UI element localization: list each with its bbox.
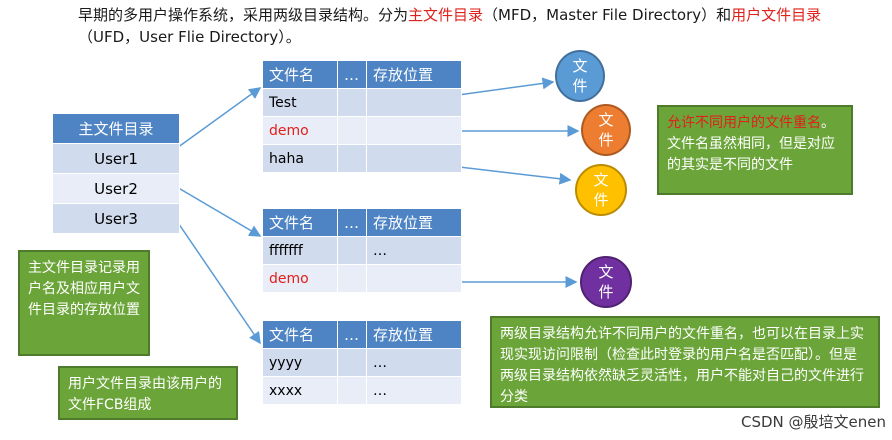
arrow-user1-to-ufd1	[169, 87, 262, 154]
ufd2-row1-location: …	[366, 236, 462, 265]
ufd3-header-dots: …	[337, 320, 367, 349]
ufd-table-2: 文件名 … 存放位置 fffffff … demo	[262, 208, 462, 293]
ufd2-row2-name: demo	[262, 264, 338, 293]
ufd2-row1-dots	[337, 236, 367, 265]
ufd1-row3-dots	[337, 144, 367, 173]
ufd1-row3-location	[366, 144, 462, 173]
ufd1-row1-location	[366, 88, 462, 117]
intro-text-3: （UFD，User Flie Directory）。	[78, 28, 301, 46]
ufd1-row2-location	[366, 116, 462, 145]
ufd3-row1-location: …	[366, 348, 462, 377]
ufd1-header-name: 文件名	[262, 60, 338, 89]
intro-text-2: （MFD，Master File Directory）和	[483, 6, 732, 24]
ufd2-row2-dots	[337, 264, 367, 293]
callout-rename-text: 。文件名虽然相同，但是对应的其实是不同的文件	[667, 115, 835, 173]
file-circle-yellow: 文件	[575, 164, 627, 216]
ufd2-row1-name: fffffff	[262, 236, 338, 265]
ufd1-header-dots: …	[337, 60, 367, 89]
ufd1-header-location: 存放位置	[366, 60, 462, 89]
ufd3-row1-dots	[337, 348, 367, 377]
file-circle-blue: 文件	[555, 50, 605, 102]
arrow-user3-to-ufd3	[169, 210, 261, 345]
intro-text-1: 早期的多用户操作系统，采用两级目录结构。分为	[78, 6, 409, 24]
watermark: CSDN @殷培文enen	[740, 413, 886, 431]
callout-rename: 允许不同用户的文件重名。文件名虽然相同，但是对应的其实是不同的文件	[657, 105, 853, 195]
callout-ufd-note: 用户文件目录由该用户的文件FCB组成	[58, 366, 238, 420]
ufd1-row1-name: Test	[262, 88, 338, 117]
ufd2-header-location: 存放位置	[366, 208, 462, 237]
arrow-user2-to-ufd2	[169, 182, 262, 237]
ufd1-row3-name: haha	[262, 144, 338, 173]
file-circle-orange: 文件	[581, 104, 631, 156]
callout-ufd-text: 用户文件目录由该用户的文件FCB组成	[68, 376, 222, 413]
ufd1-row2-dots	[337, 116, 367, 145]
callout-mfd-text: 主文件目录记录用户名及相应用户文件目录的存放位置	[28, 260, 140, 318]
callout-twolevel-note: 两级目录结构允许不同用户的文件重名，也可以在目录上实现实现访问限制（检查此时登录…	[490, 316, 880, 408]
mfd-user3: User3	[52, 203, 180, 234]
ufd3-row1-name: yyyy	[262, 348, 338, 377]
ufd3-row2-dots	[337, 376, 367, 405]
callout-mfd-note: 主文件目录记录用户名及相应用户文件目录的存放位置	[18, 250, 150, 356]
mfd-title: 主文件目录	[52, 113, 180, 144]
ufd1-row1-dots	[337, 88, 367, 117]
callout-twolevel-text: 两级目录结构允许不同用户的文件重名，也可以在目录上实现实现访问限制（检查此时登录…	[500, 326, 864, 405]
ufd3-row2-location: …	[366, 376, 462, 405]
ufd3-row2-name: xxxx	[262, 376, 338, 405]
mfd-table: 主文件目录 User1 User2 User3	[52, 113, 180, 234]
ufd-table-3: 文件名 … 存放位置 yyyy … xxxx …	[262, 320, 462, 405]
ufd-table-1: 文件名 … 存放位置 Test demo haha	[262, 60, 462, 173]
callout-rename-highlight: 允许不同用户的文件重名	[667, 115, 821, 131]
ufd2-header-dots: …	[337, 208, 367, 237]
ufd1-row2-name: demo	[262, 116, 338, 145]
intro-ufd-term: 用户文件目录	[731, 6, 822, 24]
ufd2-row2-location	[366, 264, 462, 293]
ufd3-header-location: 存放位置	[366, 320, 462, 349]
intro-paragraph: 早期的多用户操作系统，采用两级目录结构。分为主文件目录（MFD，Master F…	[78, 4, 868, 48]
file-circle-purple: 文件	[580, 256, 632, 308]
mfd-user1: User1	[52, 143, 180, 174]
ufd2-header-name: 文件名	[262, 208, 338, 237]
ufd3-header-name: 文件名	[262, 320, 338, 349]
intro-mfd-term: 主文件目录	[408, 6, 484, 24]
mfd-user2: User2	[52, 173, 180, 204]
